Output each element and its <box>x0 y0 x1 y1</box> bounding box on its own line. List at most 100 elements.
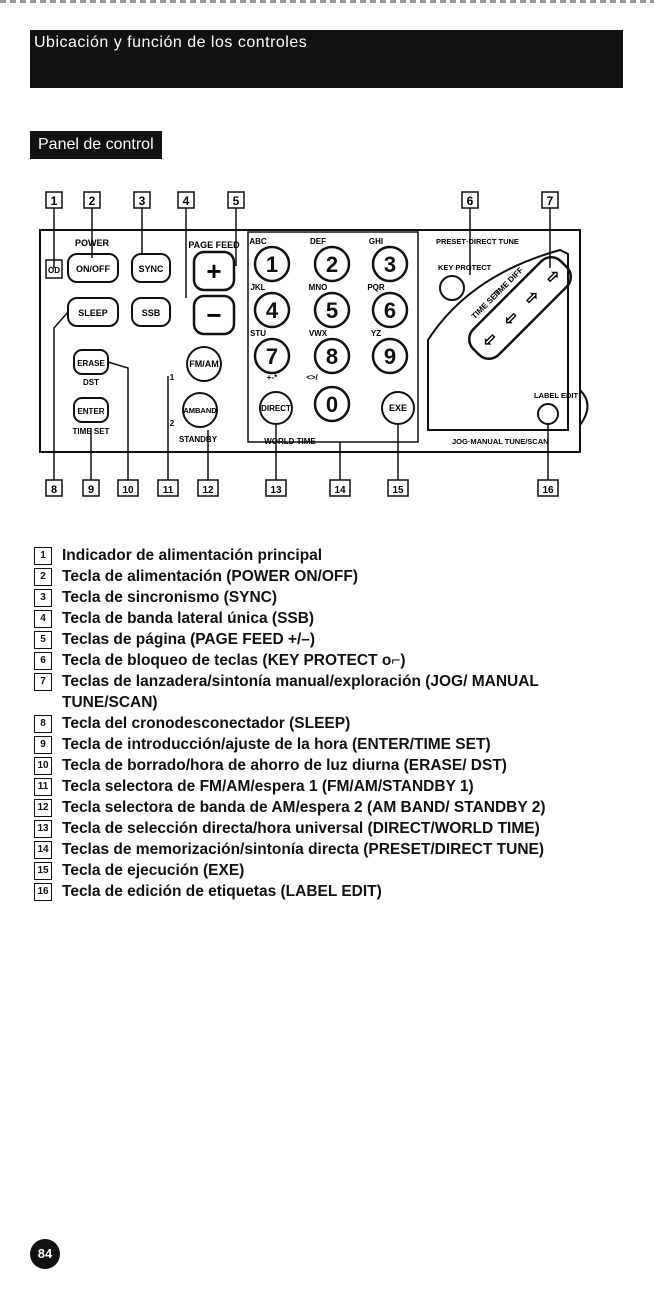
callout-9: 9 <box>88 484 94 496</box>
label-page-feed: PAGE FEED <box>188 240 240 250</box>
top-dotted-rule <box>0 0 654 3</box>
item-number: 13 <box>34 820 52 838</box>
page-feed-plus-button <box>192 250 236 292</box>
label-power: POWER <box>75 238 110 248</box>
diagram-label: ABC <box>249 237 267 246</box>
item-number: 9 <box>34 736 52 754</box>
diagram-label: MNO <box>309 283 328 292</box>
key-0 <box>313 385 351 423</box>
item-text: Tecla de bloqueo de teclas (KEY PROTECT … <box>62 652 406 669</box>
diagram-label: 1 <box>266 252 278 277</box>
label-edit-button <box>537 403 559 425</box>
keypad-frame <box>247 231 419 443</box>
item-text: Tecla de sincronismo (SYNC) <box>62 589 278 606</box>
label-dst: DST <box>83 378 99 387</box>
item-text: Tecla de banda lateral única (SSB) <box>62 610 315 627</box>
item-text: Indicador de alimentación principal <box>62 547 323 564</box>
item-number: 10 <box>34 757 52 775</box>
label-plus: + <box>206 256 221 286</box>
label-on-off: ON/OFF <box>76 264 110 274</box>
label-sleep: SLEEP <box>78 308 108 318</box>
callout-4: 4 <box>183 194 190 208</box>
label-key-protect: KEY PROTECT <box>438 263 492 272</box>
item-number: 11 <box>34 778 52 796</box>
item-number: 7 <box>34 673 52 691</box>
label-standby-2: 2 <box>170 419 175 428</box>
item-number: 5 <box>34 631 52 649</box>
callout-3: 3 <box>139 194 146 208</box>
diagram-label: GHI <box>369 237 383 246</box>
diagram-label: PQR <box>367 283 385 292</box>
item-number: 15 <box>34 862 52 880</box>
ssb-button <box>131 297 171 327</box>
item-number: 3 <box>34 589 52 607</box>
label-jog: JOG·MANUAL TUNE/SCAN <box>452 437 549 446</box>
diagram-label: 7 <box>266 344 278 369</box>
item-number: 1 <box>34 547 52 565</box>
item-text: Tecla de alimentación (POWER ON/OFF) <box>62 568 358 585</box>
label-am-band: AMBAND <box>183 406 217 415</box>
item-number: 8 <box>34 715 52 733</box>
diagram-label: 8 <box>326 344 338 369</box>
diagram-label: YZ <box>371 329 381 338</box>
item-text: Teclas de lanzadera/sintonía manual/expl… <box>62 673 539 711</box>
callout-10: 10 <box>122 485 134 496</box>
diagram-label: 9 <box>384 344 396 369</box>
fm-am-button <box>186 346 222 382</box>
key-3 <box>371 245 409 283</box>
label-standby-1: 1 <box>170 373 175 382</box>
key-5 <box>313 291 351 329</box>
svg-text:⇦: ⇦ <box>500 308 522 330</box>
label-enter: ENTER <box>77 407 104 416</box>
page-feed-minus-button <box>192 294 236 336</box>
key-protect-button <box>439 275 465 301</box>
diagram-label: 2 <box>326 252 338 277</box>
control-panel-diagram: 1 2 3 4 5 6 7 POWER OD ON/OFF SYNC PAGE … <box>39 191 589 497</box>
item-number: 2 <box>34 568 52 586</box>
label-standby: STANDBY <box>179 435 218 444</box>
key-9 <box>371 337 409 375</box>
svg-text:⇨: ⇨ <box>522 287 544 309</box>
callout-16: 16 <box>542 485 554 496</box>
list-item: 5 Teclas de página (PAGE FEED +/–) <box>34 629 624 650</box>
label-fm-am: FM/AM <box>189 359 219 369</box>
callout-7: 7 <box>547 194 554 208</box>
callout-13: 13 <box>270 485 282 496</box>
callout-11: 11 <box>163 485 174 496</box>
header-bar <box>30 30 623 88</box>
diagram-label: 3 <box>384 252 396 277</box>
item-text: Tecla de ejecución (EXE) <box>62 862 245 879</box>
list-item: 9 Tecla de introducción/ajuste de la hora… <box>34 734 624 755</box>
diagram-label: 5 <box>326 298 338 323</box>
diagram-label: 6 <box>384 298 396 323</box>
label-world-time: WORLD TIME <box>264 437 316 446</box>
callout-2: 2 <box>89 194 96 208</box>
key-2 <box>313 245 351 283</box>
list-item: 2 Tecla de alimentación (POWER ON/OFF) <box>34 566 624 587</box>
callout-6: 6 <box>467 194 474 208</box>
page-number-badge: 84 <box>30 1239 60 1269</box>
item-text: Tecla de selección directa/hora universa… <box>62 820 540 837</box>
am-band-button <box>182 392 218 428</box>
item-number: 12 <box>34 799 52 817</box>
item-text: Tecla de borrado/hora de ahorro de luz d… <box>62 757 507 774</box>
jog-rocker <box>467 255 573 361</box>
item-text: Teclas de memorización/sintonía directa … <box>62 841 545 858</box>
item-text: Teclas de página (PAGE FEED +/–) <box>62 631 316 648</box>
section-label: Panel de control <box>30 131 162 159</box>
callout-12: 12 <box>202 485 214 496</box>
label-sync: SYNC <box>138 264 164 274</box>
item-text: Tecla de introducción/ajuste de la hora … <box>62 736 491 753</box>
callout-14: 14 <box>334 485 346 496</box>
indicator-label: OD <box>48 266 60 275</box>
svg-text:⇦: ⇦ <box>478 329 500 351</box>
diagram-label: STU <box>250 329 266 338</box>
callout-5: 5 <box>233 194 240 208</box>
list-item: 1 Indicador de alimentación principal <box>34 545 624 566</box>
callout-8: 8 <box>51 484 57 496</box>
